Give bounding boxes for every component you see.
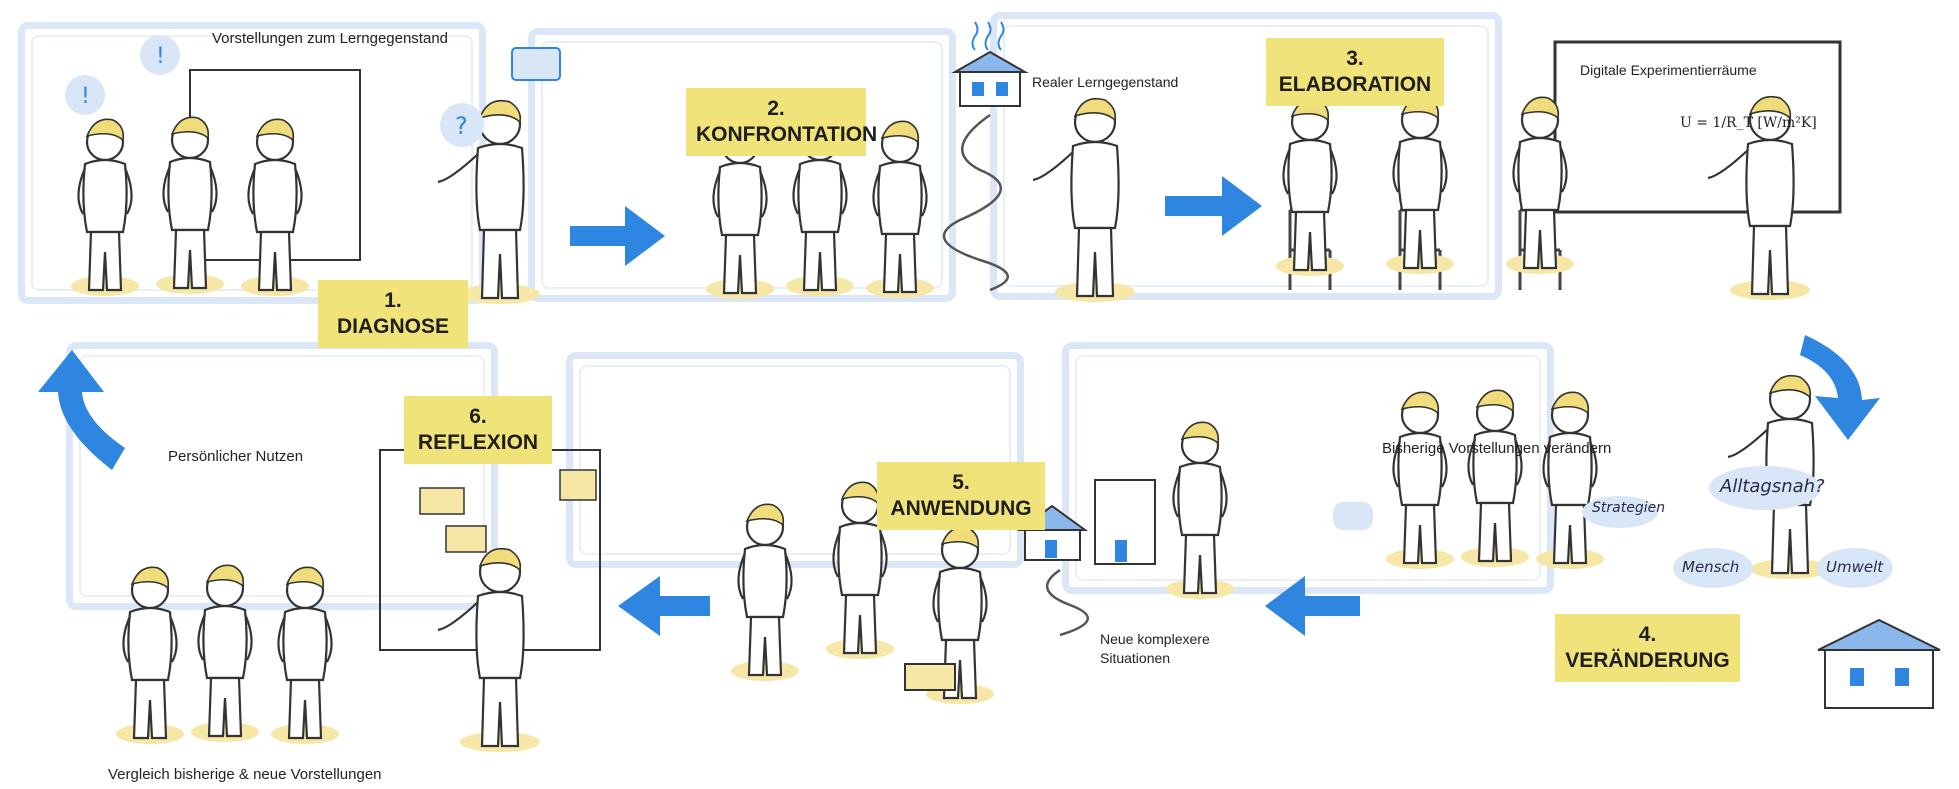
stage-name: DIAGNOSE	[336, 315, 449, 338]
speech-bubble	[65, 75, 105, 115]
stage-name: ANWENDUNG	[890, 497, 1032, 520]
caption-diagnose: Vorstellungen zum Lerngegenstand	[212, 30, 449, 47]
stage-name: ELABORATION	[1278, 73, 1432, 96]
caption-elaboration: Digitale Experimentierräume	[1580, 62, 1757, 78]
bubble-strategies: Strategien	[1592, 500, 1666, 516]
stage-number: 4.	[1638, 623, 1657, 646]
stage-number: 6.	[469, 405, 487, 428]
stage-number: 5.	[952, 471, 970, 494]
svg-text:!: !	[81, 84, 90, 109]
bubble-human: Mensch	[1682, 558, 1740, 576]
stage-label-konfrontation: 2. KONFRONTATION	[686, 88, 878, 156]
speech-bubble	[1709, 466, 1821, 510]
caption-veraenderung: Bisherige Vorstellungen verändern	[1382, 440, 1612, 457]
stage-label-reflexion: 6. REFLEXION	[404, 396, 552, 464]
path-road	[942, 113, 1010, 292]
stage-number: 1.	[384, 289, 402, 312]
stage-number: 2.	[767, 97, 785, 120]
formula: U = 1/R_T [W/m²K]	[1680, 115, 1817, 131]
stage-name: KONFRONTATION	[696, 123, 878, 146]
caption-anwendung: Neue komplexere Situationen	[1100, 631, 1210, 666]
caption-reflexion-bottom: Vergleich bisherige & neue Vorstellungen	[108, 766, 382, 783]
stage-name: VERÄNDERUNG	[1565, 649, 1730, 672]
stage-label-veraenderung: 4. VERÄNDERUNG	[1555, 614, 1740, 682]
caption-reflexion-top: Persönlicher Nutzen	[168, 448, 304, 465]
caption-konfrontation: Realer Lerngegenstand	[1032, 74, 1179, 90]
stage-number: 3.	[1346, 47, 1364, 70]
svg-text:!: !	[156, 44, 165, 69]
panel-reflexion	[66, 342, 498, 610]
stage-label-diagnose: 1. DIAGNOSE	[318, 280, 468, 348]
svg-text:?: ?	[455, 112, 468, 140]
stage-label-anwendung: 5. ANWENDUNG	[877, 462, 1045, 530]
note-card	[445, 525, 487, 553]
toolbox-icon	[904, 663, 956, 691]
panel-anwendung	[566, 352, 1024, 568]
house-icon	[1824, 647, 1934, 709]
bubble-everyday: Alltagsnah?	[1720, 476, 1825, 497]
bubble-environment: Umwelt	[1826, 558, 1884, 576]
panel-elaboration	[990, 12, 1502, 300]
note-card	[419, 487, 465, 515]
stage-name: REFLEXION	[417, 431, 539, 454]
note-card	[559, 469, 597, 501]
stage-label-elaboration: 3. ELABORATION	[1266, 38, 1444, 106]
